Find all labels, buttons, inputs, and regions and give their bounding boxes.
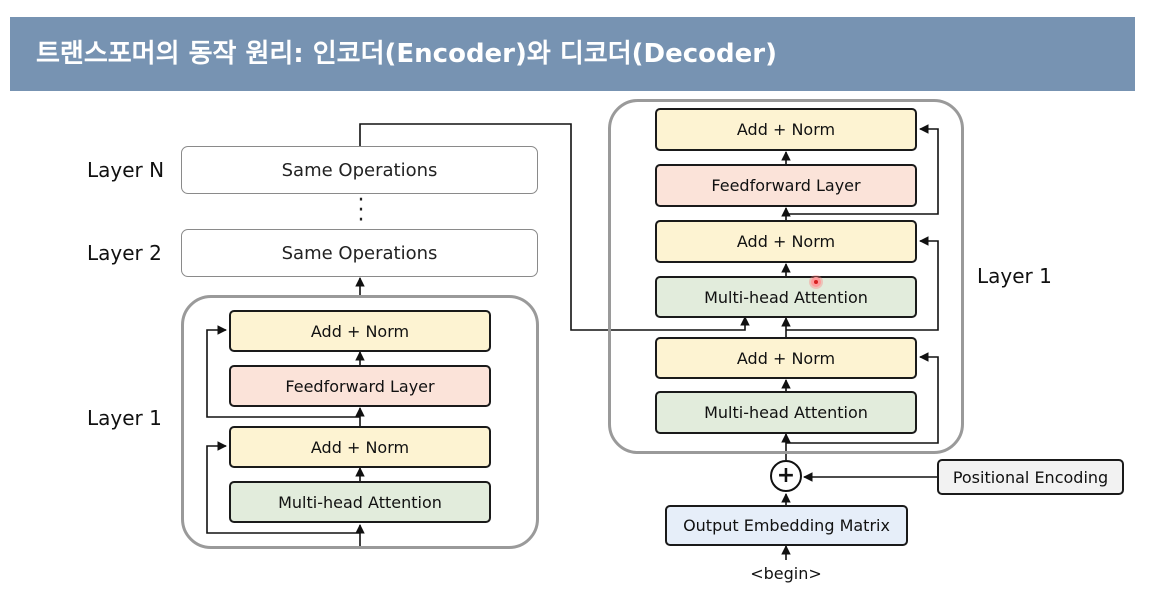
positional-encoding-box: Positional Encoding	[937, 459, 1124, 495]
encoder-layer-2-box: Same Operations	[181, 229, 538, 277]
decoder-feedforward: Feedforward Layer	[655, 164, 917, 207]
decoder-add-norm-mid: Add + Norm	[655, 220, 917, 263]
pointer-dot-icon	[811, 277, 821, 287]
encoder-layer-n-box: Same Operations	[181, 146, 538, 194]
encoder-multi-head-attention: Multi-head Attention	[229, 481, 491, 523]
decoder-add-norm-bottom: Add + Norm	[655, 337, 917, 379]
decoder-cross-attention: Multi-head Attention	[655, 276, 917, 318]
decoder-self-attention: Multi-head Attention	[655, 391, 917, 434]
begin-token: <begin>	[750, 564, 822, 583]
decoder-layer-1-label: Layer 1	[977, 264, 1052, 288]
encoder-layer-n-label: Layer N	[87, 158, 165, 182]
add-circle-icon: +	[770, 460, 802, 492]
output-embedding-box: Output Embedding Matrix	[665, 505, 908, 546]
encoder-layer-1-group	[181, 295, 539, 549]
encoder-feedforward: Feedforward Layer	[229, 365, 491, 407]
title-bar: 트랜스포머의 동작 원리: 인코더(Encoder)와 디코더(Decoder)	[10, 17, 1135, 91]
encoder-layer-1-label: Layer 1	[87, 406, 162, 430]
decoder-layer-1-group	[608, 99, 964, 454]
ellipsis-icon: ···	[357, 188, 365, 233]
encoder-add-norm-top: Add + Norm	[229, 310, 491, 352]
page-title: 트랜스포머의 동작 원리: 인코더(Encoder)와 디코더(Decoder)	[36, 39, 777, 69]
decoder-add-norm-top: Add + Norm	[655, 108, 917, 151]
encoder-layer-2-label: Layer 2	[87, 241, 162, 265]
encoder-add-norm-bottom: Add + Norm	[229, 426, 491, 468]
